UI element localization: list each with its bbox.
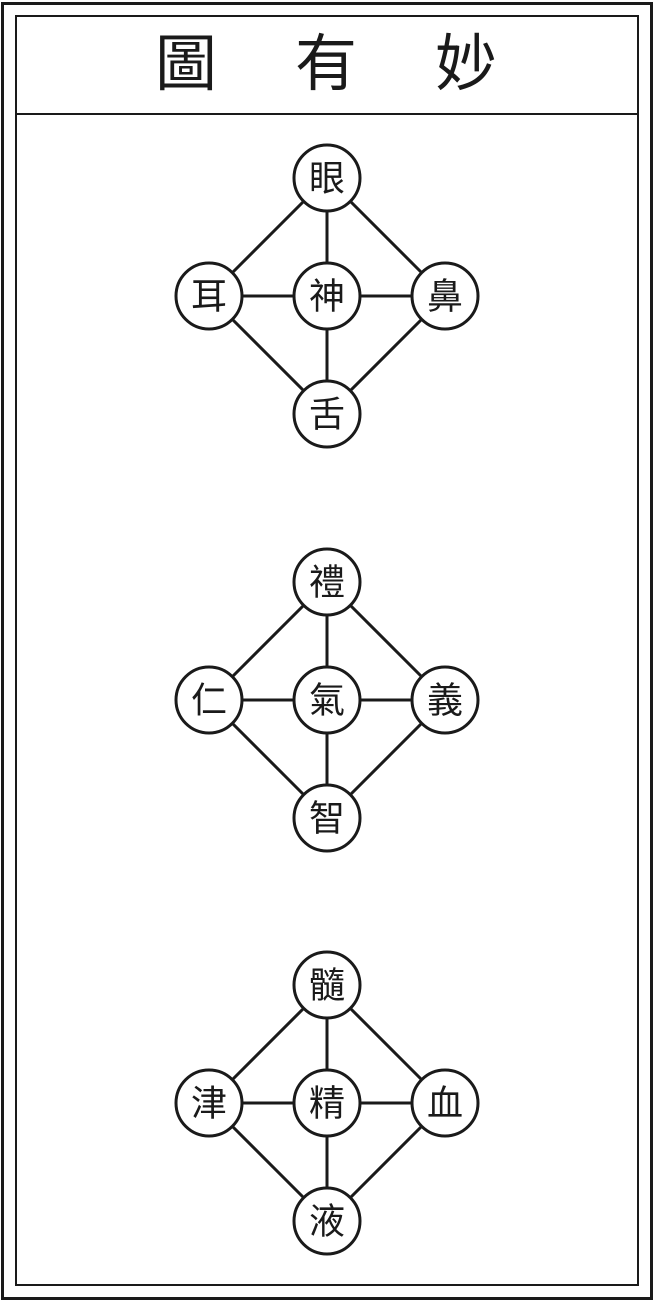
node-circle xyxy=(410,261,480,331)
title-bar: 圖 有 妙 xyxy=(15,15,637,115)
node-left: 耳 xyxy=(174,261,244,331)
node-label: 氣 xyxy=(309,681,345,722)
node-label: 眼 xyxy=(309,159,345,200)
node-bottom: 液 xyxy=(292,1186,362,1256)
node-center: 氣 xyxy=(292,665,362,735)
node-top: 髓 xyxy=(292,950,362,1020)
diagram-third: 髓津 精 血液 xyxy=(174,950,480,1256)
node-center: 神 xyxy=(292,261,362,331)
node-label: 血 xyxy=(427,1084,463,1125)
node-circle xyxy=(292,1186,362,1256)
node-label: 液 xyxy=(309,1202,345,1243)
node-label: 神 xyxy=(309,277,345,318)
diagram-second: 禮仁 氣 義智 xyxy=(174,547,480,853)
node-circle xyxy=(292,783,362,853)
node-circle xyxy=(292,1068,362,1138)
node-circle xyxy=(292,261,362,331)
node-bottom: 智 xyxy=(292,783,362,853)
node-label: 禮 xyxy=(309,563,345,604)
node-label: 義 xyxy=(427,681,463,722)
node-circle xyxy=(292,665,362,735)
node-circle xyxy=(292,547,362,617)
node-circle xyxy=(292,379,362,449)
node-label: 津 xyxy=(191,1084,227,1125)
node-circle xyxy=(292,950,362,1020)
node-right: 義 xyxy=(410,665,480,735)
node-left: 津 xyxy=(174,1068,244,1138)
node-circle xyxy=(174,261,244,331)
node-circle xyxy=(174,1068,244,1138)
node-circle xyxy=(410,1068,480,1138)
node-circle xyxy=(174,665,244,735)
node-circle xyxy=(292,143,362,213)
node-label: 精 xyxy=(309,1084,345,1125)
node-right: 鼻 xyxy=(410,261,480,331)
node-label: 仁 xyxy=(191,681,227,722)
node-label: 耳 xyxy=(191,277,227,318)
node-label: 鼻 xyxy=(427,277,463,318)
node-bottom: 舌 xyxy=(292,379,362,449)
node-label: 髓 xyxy=(309,966,345,1007)
node-right: 血 xyxy=(410,1068,480,1138)
node-circle xyxy=(410,665,480,735)
node-center: 精 xyxy=(292,1068,362,1138)
title-char-1: 圖 xyxy=(154,27,217,100)
title-char-3: 妙 xyxy=(434,27,497,100)
title-char-2: 有 xyxy=(294,27,357,100)
diagram-first: 眼耳 神 鼻舌 xyxy=(174,143,480,449)
node-left: 仁 xyxy=(174,665,244,735)
node-top: 禮 xyxy=(292,547,362,617)
node-label: 智 xyxy=(309,799,345,840)
inner-frame xyxy=(15,15,639,1286)
node-top: 眼 xyxy=(292,143,362,213)
node-label: 舌 xyxy=(309,395,345,436)
